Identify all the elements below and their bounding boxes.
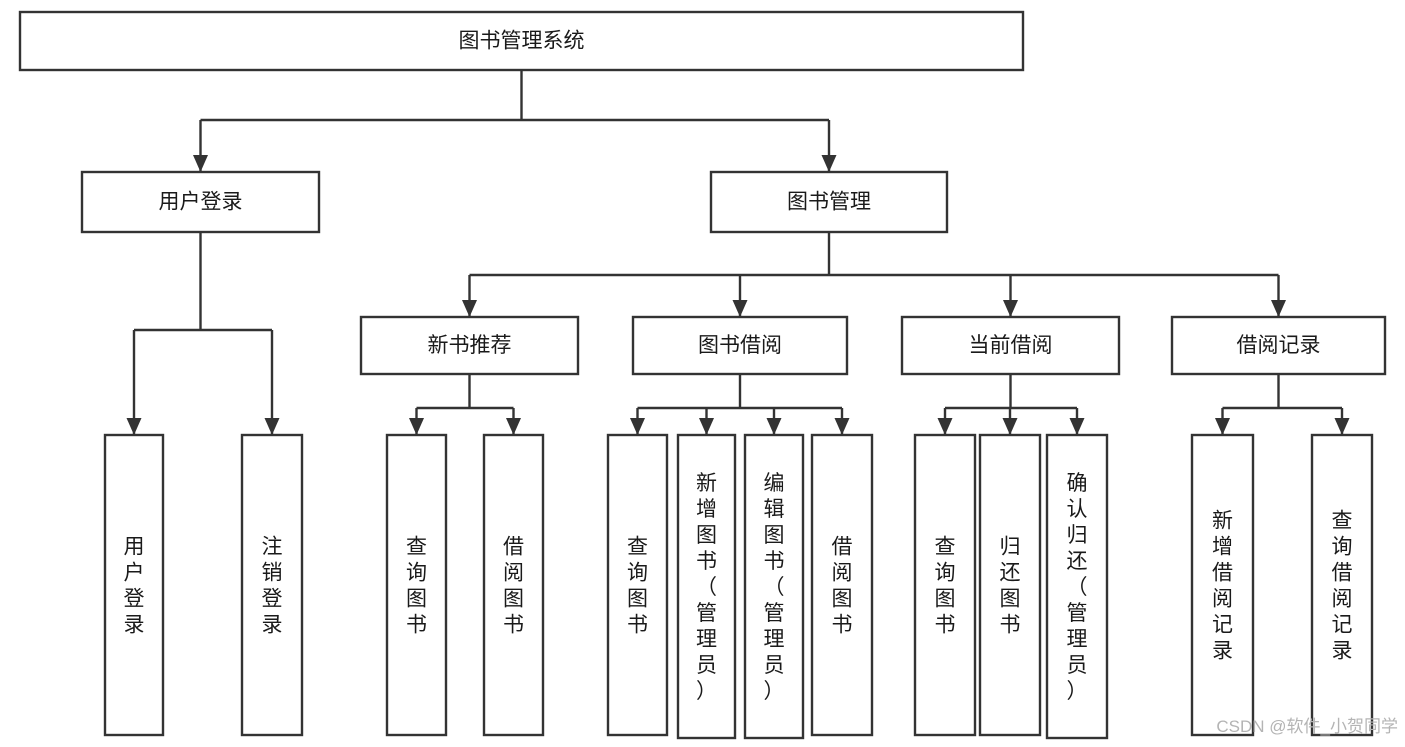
node-leaf-6[interactable]: 新增图书（管理员）	[676, 433, 737, 740]
arrow-head-leaf-1	[126, 418, 142, 435]
node-box-bookmgr[interactable]	[709, 170, 949, 234]
node-leaf-10[interactable]: 归还图书	[978, 433, 1042, 737]
node-box-leaf-2[interactable]	[240, 433, 304, 737]
node-label-login: 用户登录	[159, 191, 243, 214]
node-label-leaf-11: 确认归还（管理员）	[1067, 472, 1088, 703]
arrow-head-leaf-6	[699, 418, 714, 435]
arrow-head-leaf-12	[1215, 418, 1230, 435]
arrow-head-leaf-4	[506, 418, 521, 435]
node-box-leaf-13[interactable]	[1310, 433, 1374, 737]
connector-layer	[126, 70, 1350, 435]
node-leaf-7[interactable]: 编辑图书（管理员）	[743, 433, 805, 740]
arrow-head-leaf-5	[630, 418, 645, 435]
arrow-head-current	[1003, 300, 1018, 317]
arrow-head-leaf-10	[1002, 418, 1018, 435]
node-box-leaf-12[interactable]	[1190, 433, 1255, 737]
node-label-leaf-8: 借阅图书	[832, 535, 853, 636]
node-label-leaf-13: 查询借阅记录	[1332, 509, 1353, 662]
arrow-head-leaf-13	[1334, 418, 1350, 435]
node-box-current[interactable]	[900, 315, 1121, 376]
node-leaf-2[interactable]: 注销登录	[240, 433, 304, 737]
node-label-leaf-1: 用户登录	[124, 535, 145, 636]
node-box-leaf-11[interactable]	[1045, 433, 1109, 740]
node-label-newbook: 新书推荐	[428, 334, 512, 357]
arrow-head-record	[1271, 300, 1286, 317]
arrow-head-leaf-7	[766, 418, 782, 435]
node-box-leaf-8[interactable]	[810, 433, 874, 737]
arrow-head-leaf-11	[1069, 418, 1085, 435]
node-leaf-3[interactable]: 查询图书	[385, 433, 448, 737]
arrow-head-borrow	[732, 300, 748, 317]
node-box-leaf-4[interactable]	[482, 433, 545, 737]
node-leaf-4[interactable]: 借阅图书	[482, 433, 545, 737]
node-box-leaf-9[interactable]	[913, 433, 977, 737]
node-layer: 图书管理系统用户登录图书管理新书推荐图书借阅当前借阅借阅记录用户登录注销登录查询…	[18, 10, 1387, 740]
node-newbook[interactable]: 新书推荐	[359, 315, 580, 376]
node-root[interactable]: 图书管理系统	[18, 10, 1025, 72]
node-box-leaf-3[interactable]	[385, 433, 448, 737]
arrow-head-leaf-2	[264, 418, 280, 435]
node-label-leaf-10: 归还图书	[1000, 535, 1021, 636]
node-label-leaf-3: 查询图书	[406, 535, 427, 636]
node-label-leaf-4: 借阅图书	[503, 535, 524, 636]
node-box-newbook[interactable]	[359, 315, 580, 376]
arrow-head-newbook	[462, 300, 477, 317]
node-box-leaf-1[interactable]	[103, 433, 165, 737]
node-leaf-5[interactable]: 查询图书	[606, 433, 669, 737]
node-borrow[interactable]: 图书借阅	[631, 315, 849, 376]
node-leaf-11[interactable]: 确认归还（管理员）	[1045, 433, 1109, 740]
node-box-leaf-7[interactable]	[743, 433, 805, 740]
arrow-head-leaf-3	[409, 418, 424, 435]
node-label-leaf-7: 编辑图书（管理员）	[764, 472, 785, 703]
node-label-leaf-5: 查询图书	[627, 535, 648, 636]
watermark-label: CSDN @软件_小贺同学	[1216, 717, 1398, 736]
node-box-login[interactable]	[80, 170, 321, 234]
node-label-borrow: 图书借阅	[698, 334, 782, 357]
arrow-head-bookmgr	[821, 155, 837, 172]
node-label-leaf-2: 注销登录	[262, 535, 283, 636]
node-label-leaf-6: 新增图书（管理员）	[696, 472, 717, 703]
node-leaf-1[interactable]: 用户登录	[103, 433, 165, 737]
node-leaf-12[interactable]: 新增借阅记录	[1190, 433, 1255, 737]
node-label-root: 图书管理系统	[459, 30, 585, 53]
node-label-current: 当前借阅	[969, 334, 1053, 357]
node-box-root[interactable]	[18, 10, 1025, 72]
node-login[interactable]: 用户登录	[80, 170, 321, 234]
node-current[interactable]: 当前借阅	[900, 315, 1121, 376]
node-label-leaf-12: 新增借阅记录	[1212, 509, 1233, 662]
node-box-leaf-10[interactable]	[978, 433, 1042, 737]
node-bookmgr[interactable]: 图书管理	[709, 170, 949, 234]
node-label-record: 借阅记录	[1237, 334, 1321, 357]
node-record[interactable]: 借阅记录	[1170, 315, 1387, 376]
node-box-leaf-6[interactable]	[676, 433, 737, 740]
node-box-leaf-5[interactable]	[606, 433, 669, 737]
arrow-head-leaf-9	[937, 418, 953, 435]
node-leaf-13[interactable]: 查询借阅记录	[1310, 433, 1374, 737]
arrow-head-leaf-8	[834, 418, 850, 435]
node-box-record[interactable]	[1170, 315, 1387, 376]
node-box-borrow[interactable]	[631, 315, 849, 376]
arrow-head-login	[193, 155, 208, 172]
node-label-bookmgr: 图书管理	[787, 191, 871, 214]
node-label-leaf-9: 查询图书	[935, 535, 956, 636]
node-leaf-8[interactable]: 借阅图书	[810, 433, 874, 737]
node-leaf-9[interactable]: 查询图书	[913, 433, 977, 737]
